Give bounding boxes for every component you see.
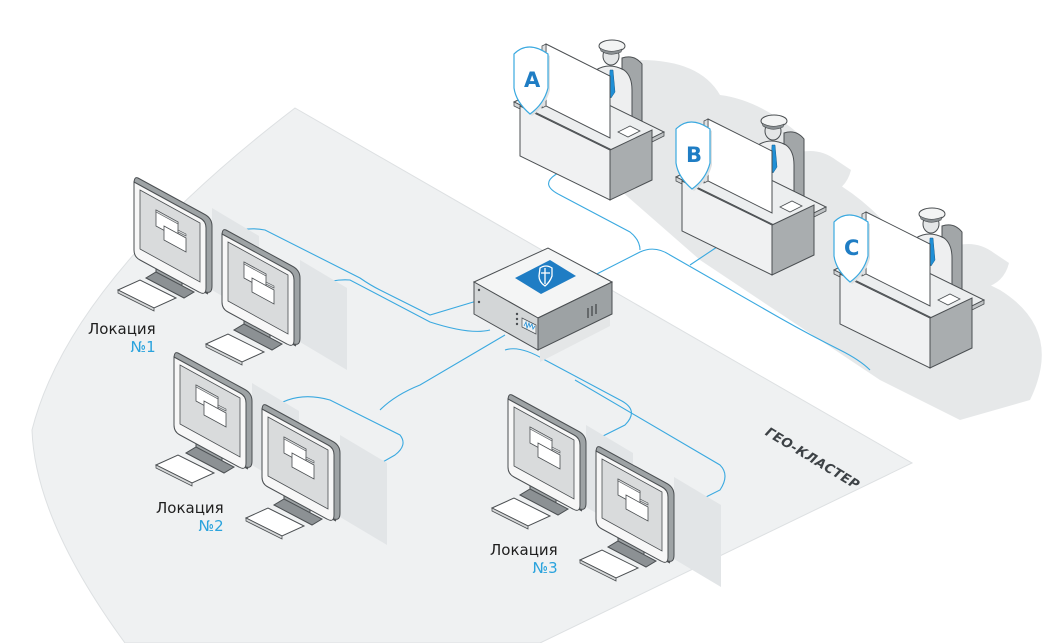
- location-1-title: Локация: [88, 320, 156, 338]
- shield-letter-c: C: [844, 236, 859, 260]
- operator-station-b: B: [675, 114, 852, 276]
- shield-letter-a: A: [524, 68, 541, 92]
- location-2-number: №2: [198, 517, 224, 535]
- location-3-label: Локация №3: [490, 541, 558, 577]
- shield-letter-b: B: [686, 143, 702, 167]
- location-1-number: №1: [130, 338, 156, 356]
- operator-station-c: C: [833, 207, 1010, 369]
- central-security-appliance: [472, 247, 614, 362]
- location-3-title: Локация: [490, 541, 558, 559]
- operator-station-a: A: [513, 39, 690, 201]
- location-2-title: Локация: [156, 499, 224, 517]
- location-2-label: Локация №2: [156, 499, 224, 535]
- device-display: [521, 317, 537, 335]
- location-3-number: №3: [532, 559, 558, 577]
- location-1-label: Локация №1: [88, 320, 156, 356]
- shield-cross-icon: [538, 265, 553, 287]
